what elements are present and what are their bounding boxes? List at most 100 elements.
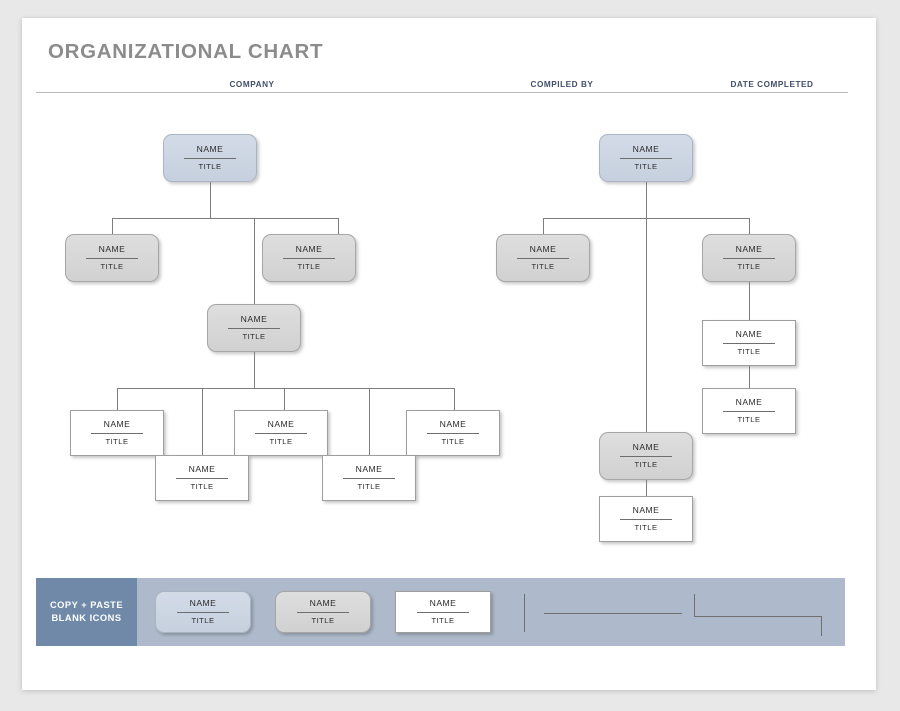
node-title: TITLE	[242, 332, 266, 341]
connector-left-l3-drop-1	[117, 388, 118, 410]
left-tree-level3-node-1[interactable]: NAME TITLE	[70, 410, 164, 456]
node-name: NAME	[632, 505, 660, 516]
legend-bar: COPY + PASTE BLANK ICONS NAME TITLE NAME…	[36, 578, 845, 646]
node-title: TITLE	[357, 482, 381, 491]
node-name: NAME	[309, 598, 337, 609]
legend-label: COPY + PASTE BLANK ICONS	[36, 578, 137, 646]
legend-label-line-1: COPY + PASTE	[49, 599, 124, 610]
connector-left-root-stem	[210, 182, 211, 218]
right-tree-chain-node-1[interactable]: NAME TITLE	[702, 320, 796, 366]
node-name: NAME	[295, 244, 323, 255]
node-title: TITLE	[190, 482, 214, 491]
connector-left-child1-drop	[112, 218, 113, 234]
connector-right-level2-bus	[543, 218, 749, 219]
connector-left-l3-drop-3	[454, 388, 455, 410]
node-divider	[176, 612, 230, 613]
node-title: TITLE	[191, 616, 215, 625]
connector-right-child1-drop	[543, 218, 544, 234]
node-title: TITLE	[269, 437, 293, 446]
chart-card: ORGANIZATIONAL CHART COMPANY COMPILED BY…	[22, 18, 876, 690]
connector-right-chain-drop-1	[749, 282, 750, 320]
page-title: ORGANIZATIONAL CHART	[48, 40, 324, 63]
header-field-date-completed: DATE COMPLETED	[730, 80, 814, 89]
connector-left-middle-drop	[254, 218, 255, 304]
node-title: TITLE	[105, 437, 129, 446]
node-title: TITLE	[737, 262, 761, 271]
node-name: NAME	[632, 442, 660, 453]
connector-left-level2-bus	[112, 218, 338, 219]
node-divider	[296, 612, 350, 613]
node-divider	[343, 478, 395, 479]
node-name: NAME	[188, 464, 216, 475]
node-name: NAME	[267, 419, 295, 430]
legend-template-gray[interactable]: NAME TITLE	[275, 591, 371, 633]
header-field-company: COMPANY	[229, 80, 275, 89]
node-divider	[283, 258, 335, 259]
node-title: TITLE	[311, 616, 335, 625]
node-title: TITLE	[737, 415, 761, 424]
connector-left-level3-bus	[117, 388, 454, 389]
header-divider	[36, 92, 848, 93]
legend-elbow-connector-tail	[821, 616, 822, 636]
node-divider	[620, 519, 672, 520]
node-divider	[427, 433, 479, 434]
connector-right-center-drop	[646, 480, 647, 496]
node-divider	[228, 328, 280, 329]
node-title: TITLE	[431, 616, 455, 625]
right-tree-center-node-2[interactable]: NAME TITLE	[599, 496, 693, 542]
left-tree-level3-node-4[interactable]: NAME TITLE	[155, 455, 249, 501]
node-name: NAME	[439, 419, 467, 430]
header-field-compiled-by: COMPILED BY	[530, 80, 594, 89]
node-divider	[723, 343, 775, 344]
node-name: NAME	[735, 397, 763, 408]
legend-template-blue[interactable]: NAME TITLE	[155, 591, 251, 633]
node-divider	[723, 411, 775, 412]
node-name: NAME	[429, 598, 457, 609]
connector-left-l3-drop-2	[284, 388, 285, 410]
right-tree-root-node[interactable]: NAME TITLE	[599, 134, 693, 182]
node-title: TITLE	[634, 460, 658, 469]
right-tree-level2-node-1[interactable]: NAME TITLE	[496, 234, 590, 282]
right-tree-center-node-1[interactable]: NAME TITLE	[599, 432, 693, 480]
node-title: TITLE	[634, 523, 658, 532]
left-tree-level3-node-5[interactable]: NAME TITLE	[322, 455, 416, 501]
right-tree-level2-node-2[interactable]: NAME TITLE	[702, 234, 796, 282]
left-tree-level2-node-2[interactable]: NAME TITLE	[262, 234, 356, 282]
node-name: NAME	[735, 244, 763, 255]
node-title: TITLE	[441, 437, 465, 446]
node-divider	[176, 478, 228, 479]
node-divider	[255, 433, 307, 434]
legend-vertical-line-icon[interactable]	[524, 594, 525, 632]
node-name: NAME	[632, 144, 660, 155]
legend-template-white[interactable]: NAME TITLE	[395, 591, 491, 633]
legend-label-line-2: BLANK ICONS	[51, 613, 122, 623]
node-divider	[184, 158, 236, 159]
node-title: TITLE	[634, 162, 658, 171]
node-name: NAME	[189, 598, 217, 609]
left-tree-middle-node[interactable]: NAME TITLE	[207, 304, 301, 352]
node-name: NAME	[355, 464, 383, 475]
connector-left-l3-drop-5	[369, 388, 370, 473]
right-tree-chain-node-2[interactable]: NAME TITLE	[702, 388, 796, 434]
left-tree-level2-node-1[interactable]: NAME TITLE	[65, 234, 159, 282]
connector-left-child2-drop	[338, 218, 339, 234]
node-name: NAME	[240, 314, 268, 325]
node-name: NAME	[103, 419, 131, 430]
connector-right-chain-drop-2	[749, 366, 750, 388]
connector-left-l3-drop-4	[202, 388, 203, 473]
node-name: NAME	[529, 244, 557, 255]
node-divider	[517, 258, 569, 259]
connector-right-child2-drop	[749, 218, 750, 234]
node-divider	[723, 258, 775, 259]
left-tree-level3-node-2[interactable]: NAME TITLE	[234, 410, 328, 456]
node-title: TITLE	[297, 262, 321, 271]
left-tree-level3-node-3[interactable]: NAME TITLE	[406, 410, 500, 456]
legend-horizontal-line-icon[interactable]	[544, 613, 682, 614]
left-tree-root-node[interactable]: NAME TITLE	[163, 134, 257, 182]
node-divider	[416, 612, 470, 613]
node-title: TITLE	[100, 262, 124, 271]
legend-elbow-connector-icon[interactable]	[694, 594, 695, 616]
node-divider	[86, 258, 138, 259]
node-divider	[91, 433, 143, 434]
